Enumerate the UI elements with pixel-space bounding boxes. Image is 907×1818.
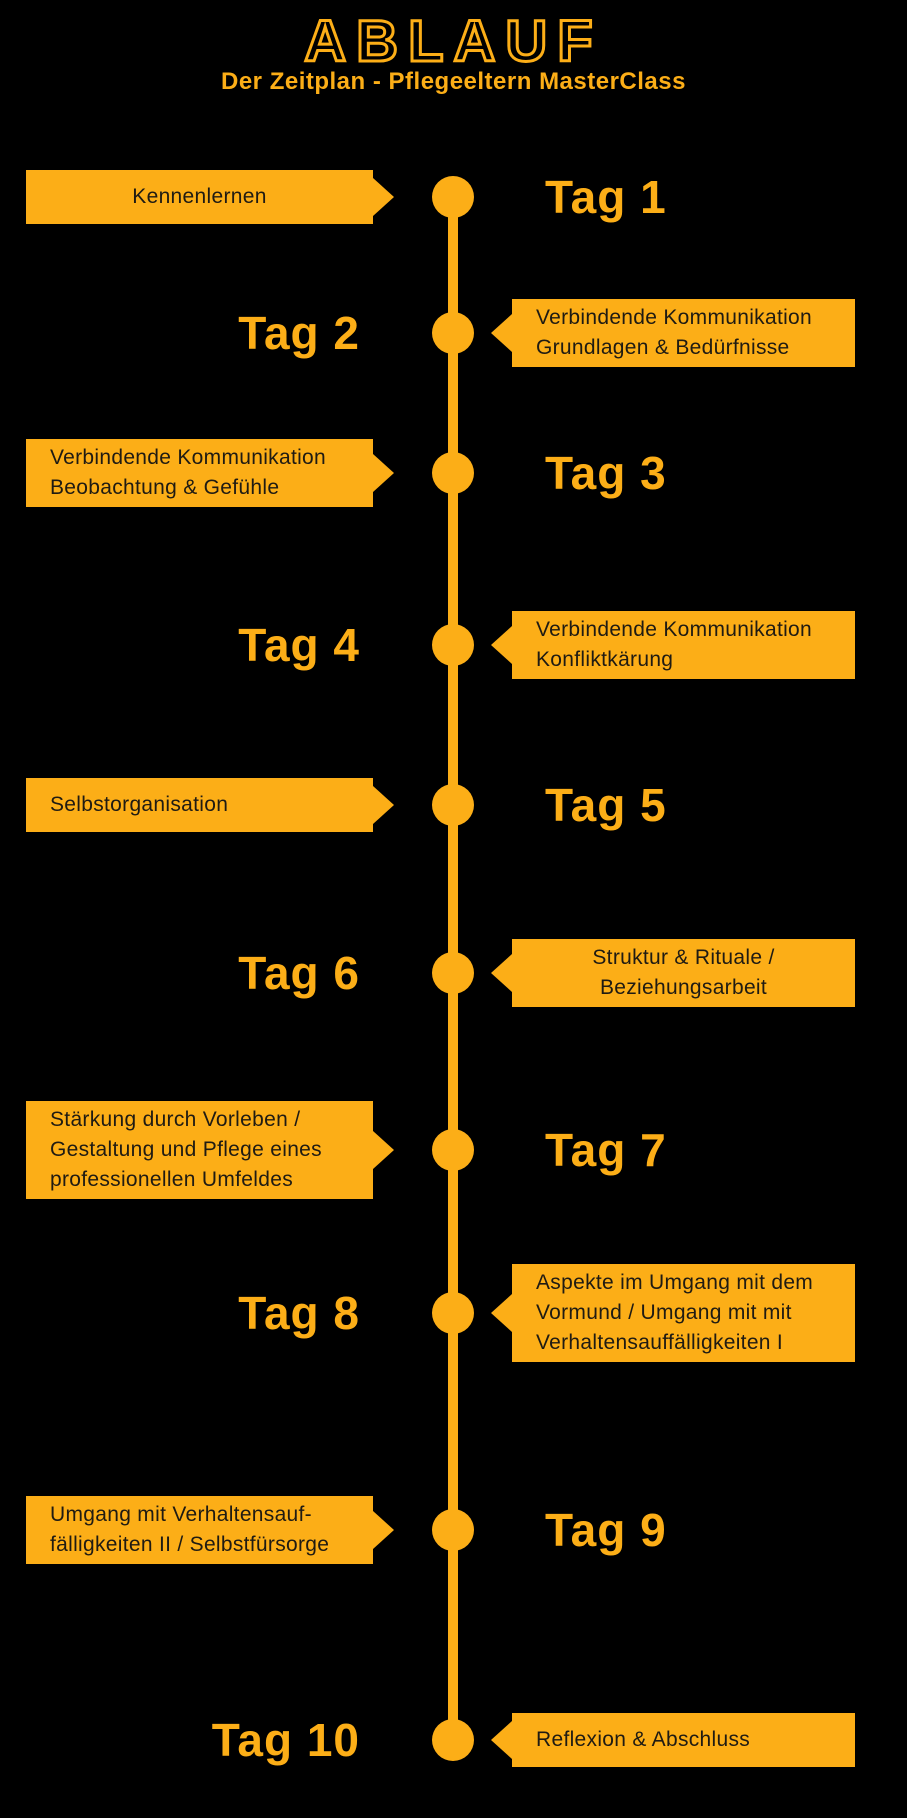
day-label: Tag 6 — [238, 947, 360, 999]
topic-text: Reflexion & Abschluss — [536, 1728, 751, 1751]
topic-text: Verbindende Kommunikation — [50, 446, 327, 469]
topic-text: Vormund / Umgang mit mit — [536, 1301, 792, 1324]
day-label: Tag 9 — [545, 1504, 667, 1556]
topic-box: Stärkung durch Vorleben / Gestaltung und … — [26, 1101, 373, 1199]
topic-text: Beobachtung & Gefühle — [50, 476, 280, 499]
timeline-dot-icon — [432, 784, 474, 826]
topic-text: Stärkung durch Vorleben / — [50, 1108, 301, 1131]
timeline-dot-icon — [432, 1129, 474, 1171]
topic-text: fälligkeiten II / Selbstfürsorge — [50, 1533, 330, 1556]
topic-text: Konfliktkärung — [536, 648, 674, 671]
page-title: ABLAUF — [303, 8, 603, 76]
topic-text: Verbindende Kommunikation — [536, 306, 813, 329]
topic-box: Umgang mit Verhaltensauf-fälligkeiten II… — [26, 1496, 373, 1564]
topic-text: Grundlagen & Bedürfnisse — [536, 336, 790, 359]
topic-text: Selbstorganisation — [50, 793, 229, 816]
topic-text: Kennenlernen — [132, 185, 267, 208]
topic-text: professionellen Umfeldes — [50, 1168, 293, 1191]
topic-box: Struktur & Rituale / Beziehungsarbeit — [512, 939, 855, 1007]
timeline-dot-icon — [432, 1292, 474, 1334]
timeline-dot-icon — [432, 624, 474, 666]
timeline-dot-icon — [432, 176, 474, 218]
topic-box: Kennenlernen — [26, 170, 373, 224]
timeline-dot-icon — [432, 952, 474, 994]
topic-text: Beziehungsarbeit — [599, 976, 768, 999]
topic-text: Verhaltensauffälligkeiten I — [536, 1331, 784, 1354]
topic-text: Gestaltung und Pflege eines — [50, 1138, 322, 1161]
day-label: Tag 2 — [238, 307, 360, 359]
timeline-dot-icon — [432, 312, 474, 354]
day-label: Tag 5 — [545, 779, 667, 831]
day-label: Tag 8 — [238, 1287, 360, 1339]
day-label: Tag 1 — [545, 171, 667, 223]
day-label: Tag 7 — [545, 1124, 667, 1176]
topic-text: Verbindende Kommunikation — [536, 618, 813, 641]
day-label: Tag 10 — [211, 1714, 360, 1766]
topic-box: Reflexion & Abschluss — [512, 1713, 855, 1767]
timeline-dot-icon — [432, 1509, 474, 1551]
timeline-dot-icon — [432, 1719, 474, 1761]
topic-box: Selbstorganisation — [26, 778, 373, 832]
topic-text: Struktur & Rituale / — [592, 946, 775, 969]
page-subtitle: Der Zeitplan - Pflegeeltern MasterClass — [221, 68, 686, 95]
topic-text: Umgang mit Verhaltensauf- — [50, 1503, 312, 1526]
topic-text: Aspekte im Umgang mit dem — [536, 1271, 814, 1294]
day-label: Tag 4 — [238, 619, 360, 671]
day-label: Tag 3 — [545, 447, 667, 499]
timeline-dot-icon — [432, 452, 474, 494]
